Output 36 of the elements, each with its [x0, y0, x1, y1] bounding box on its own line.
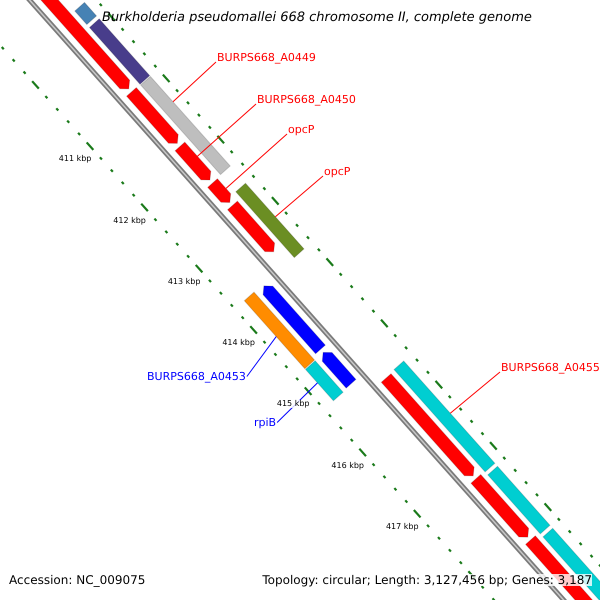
scale-label: 415 kbp: [276, 400, 310, 408]
accession-text: Accession: NC_009075: [9, 574, 146, 586]
scale-label: 417 kbp: [386, 522, 419, 531]
gene-feature: [140, 76, 231, 176]
gene-feature: [226, 200, 276, 252]
gene-feature: [174, 141, 212, 180]
gene-feature: [470, 474, 530, 538]
scale-label: 412 kbp: [113, 216, 146, 225]
leader-line: [246, 336, 277, 377]
leader-line: [226, 134, 288, 189]
scale-label: 414 kbp: [222, 339, 255, 348]
gene-feature: [74, 2, 98, 26]
scale-label: 416 kbp: [331, 462, 364, 470]
genome-summary: Topology: circular; Length: 3,127,456 bp; Genes: 3,187: [262, 574, 592, 586]
gene-feature: [322, 352, 357, 389]
gene-label: BURPS668_A0449: [217, 52, 316, 63]
gene-feature: [207, 178, 232, 204]
scale-label: 411 kbp: [58, 155, 92, 164]
gene-feature: [393, 360, 496, 473]
gene-label: rpiB: [254, 417, 276, 428]
gene-label: BURPS668_A0450: [257, 94, 356, 105]
leader-line: [274, 176, 324, 218]
gene-feature: [262, 285, 326, 354]
gene-feature: [304, 360, 344, 402]
gene-feature: [126, 86, 179, 144]
gene-label: BURPS668_A0455: [501, 362, 600, 373]
gene-feature: [487, 466, 551, 535]
gene-label: opcP: [288, 124, 314, 135]
gene-feature: [380, 373, 475, 476]
leader-line: [450, 372, 500, 414]
gene-feature: [235, 182, 305, 258]
gene-label: opcP: [324, 166, 350, 177]
gene-label: BURPS668_A0453: [147, 371, 246, 382]
leader-line: [172, 62, 216, 102]
leader-line: [196, 104, 256, 157]
scale-label: 413 kbp: [168, 278, 200, 286]
